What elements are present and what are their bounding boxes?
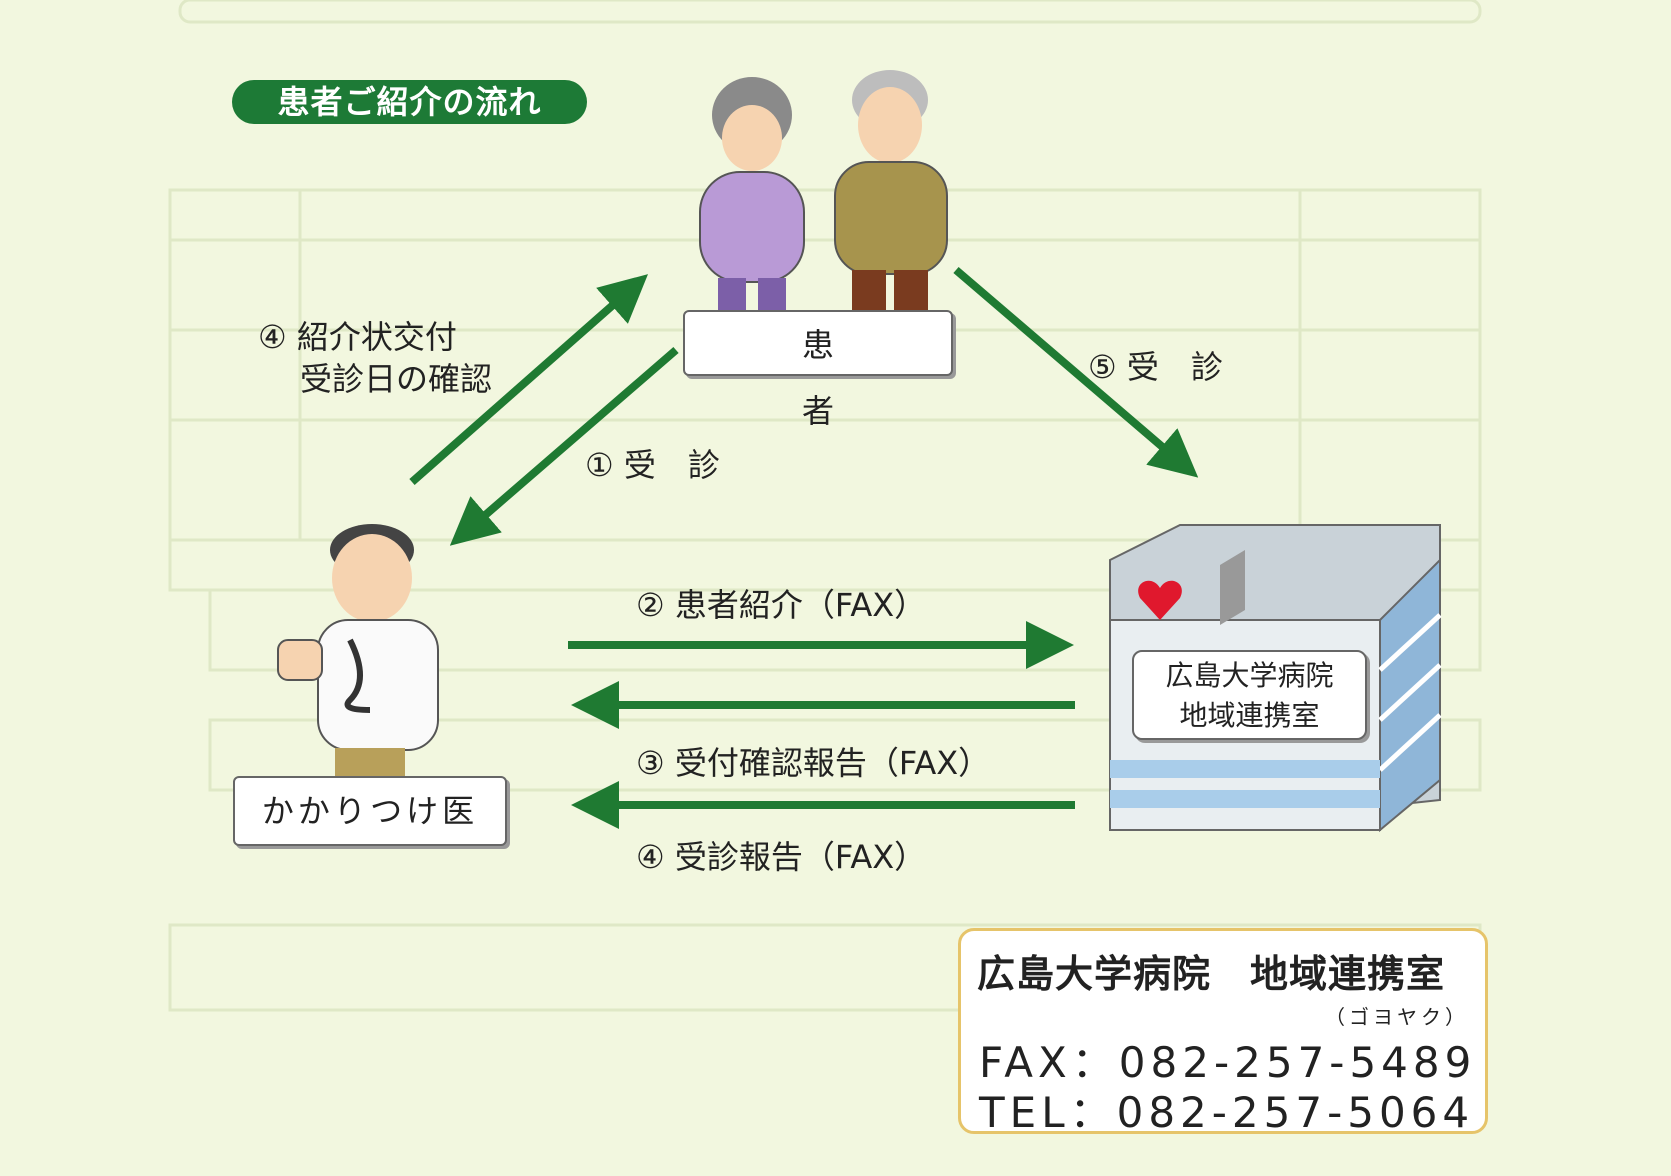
hospital-label: 広島大学病院 地域連携室 xyxy=(1132,650,1367,740)
contact-name: 広島大学病院 地域連携室 xyxy=(977,952,1446,996)
step4-doctor-line2: 受診日の確認 xyxy=(300,360,493,398)
doctor-illustration xyxy=(277,524,439,776)
doctor-label: かかりつけ医 xyxy=(233,776,507,846)
arrow-patient-to-hospital xyxy=(953,266,1199,478)
step1-label: ① 受 診 xyxy=(585,446,720,484)
step2-label: ② 患者紹介（FAX） xyxy=(636,586,927,624)
fax-reading: （ゴヨヤク） xyxy=(1325,1005,1469,1029)
contact-box: 広島大学病院 地域連携室 （ゴヨヤク） FAX：082-257-5489 TEL… xyxy=(958,928,1488,1137)
fax-number: FAX：082-257-5489 xyxy=(979,1038,1477,1087)
step4-fax-label: ④ 受診報告（FAX） xyxy=(636,838,927,876)
hospital-label-line1: 広島大学病院 xyxy=(1165,659,1334,692)
patient-label: 患 者 xyxy=(683,310,953,430)
step4-doctor-line1: ④ 紹介状交付 xyxy=(258,318,457,356)
patient-illustration xyxy=(699,70,948,312)
step5-label: ⑤ 受 診 xyxy=(1088,348,1223,386)
tel-number: TEL：082-257-5064 xyxy=(979,1088,1475,1137)
hospital-label-line2: 地域連携室 xyxy=(1179,699,1320,732)
arrow-patient-to-doctor xyxy=(449,346,679,546)
section-title: 患者ご紹介の流れ xyxy=(232,80,587,124)
step3-label: ③ 受付確認報告（FAX） xyxy=(636,744,991,782)
arrow-doctor-to-patient xyxy=(409,274,649,486)
